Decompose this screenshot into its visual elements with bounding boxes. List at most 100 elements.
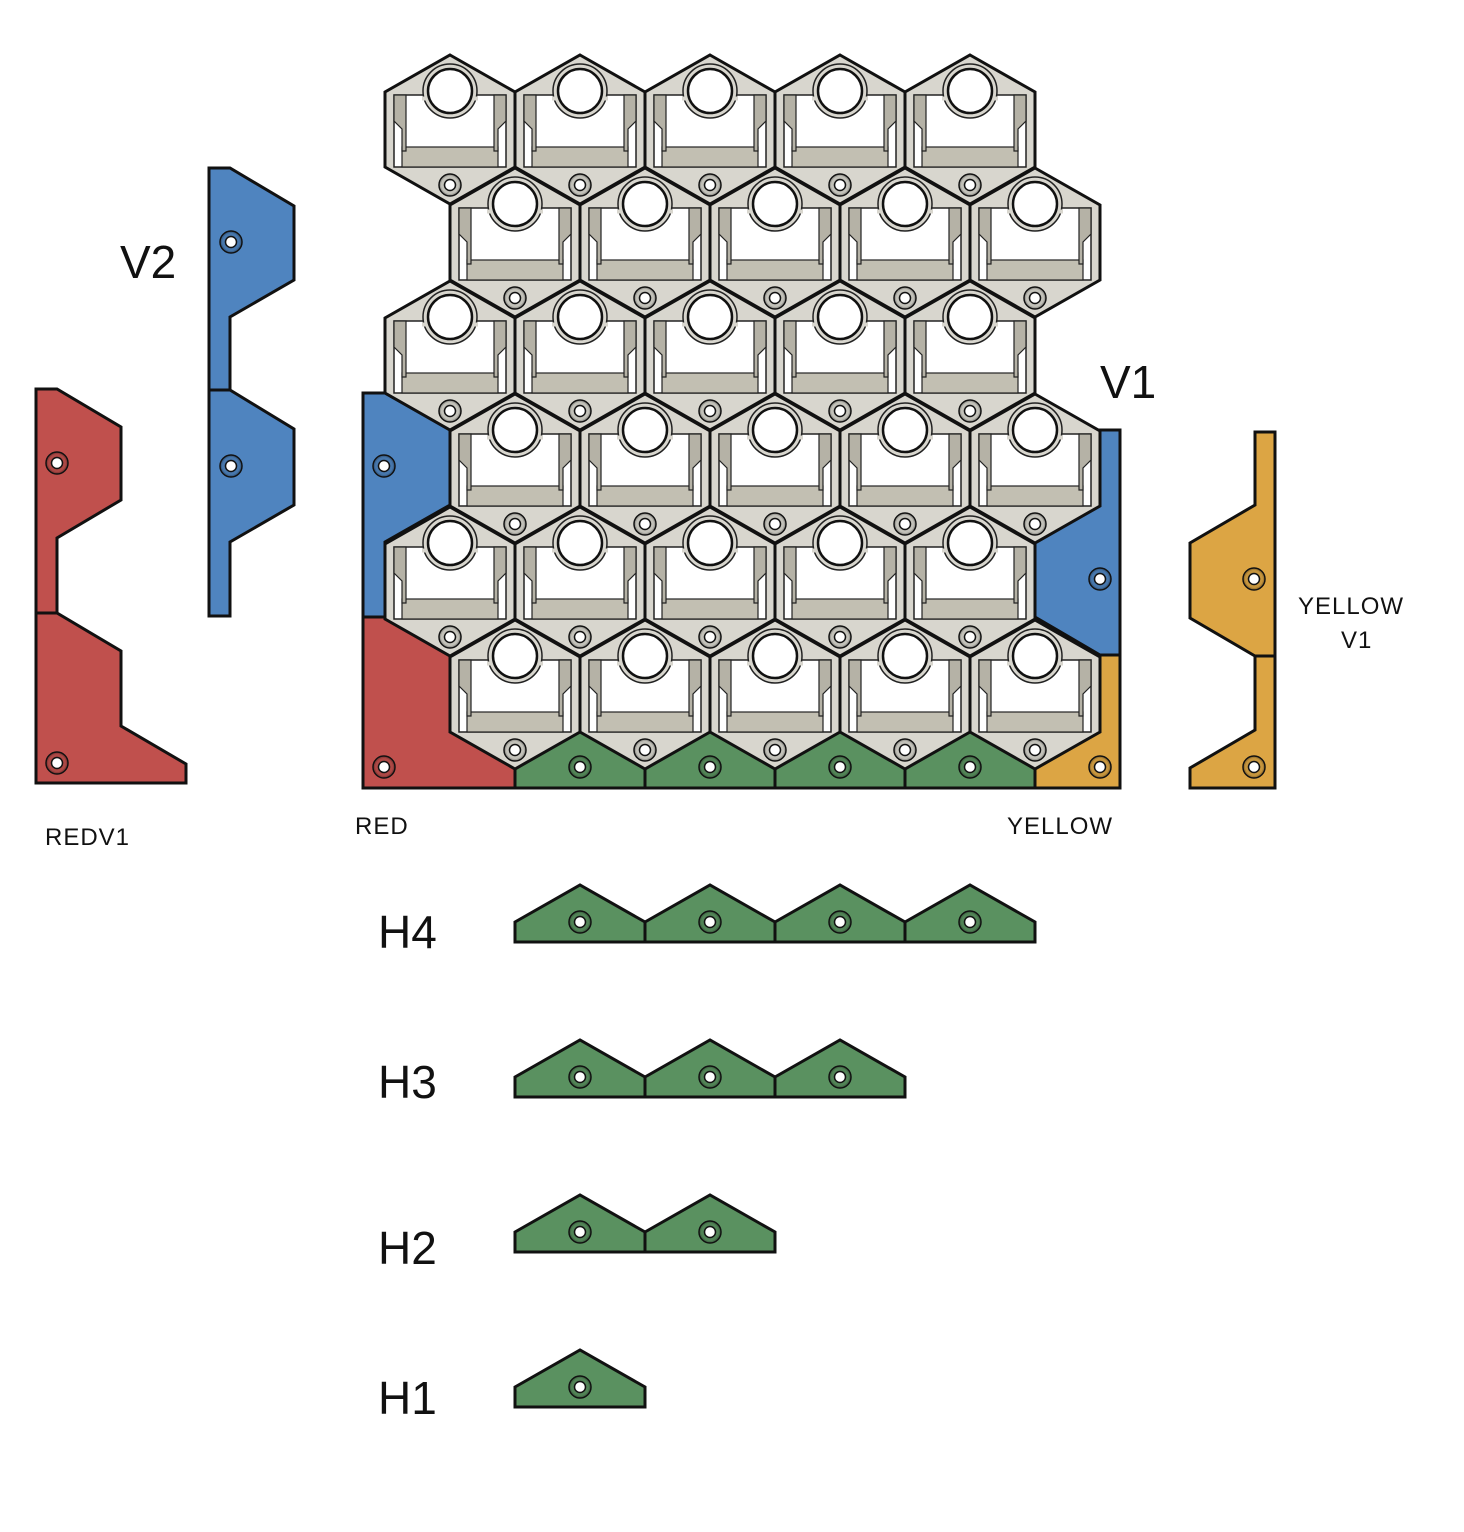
switch-hex-tile — [448, 618, 582, 771]
screw-hole-icon — [698, 755, 722, 779]
cutout-ledge — [986, 711, 1084, 733]
cutout-ledge — [466, 259, 564, 281]
screw-hole-icon — [828, 399, 852, 423]
screw-hole-icon — [698, 625, 722, 649]
cutout-ledge — [596, 259, 694, 281]
v2-piece-top — [207, 166, 296, 392]
led-hole-icon — [556, 519, 604, 567]
switch-hex-tile — [383, 505, 517, 658]
switch-hex-tile — [838, 618, 972, 771]
screw-hole-icon — [503, 286, 527, 310]
screw-hole-icon — [568, 1220, 592, 1244]
cutout-rail-right — [1078, 207, 1092, 265]
cutout-ledge — [466, 711, 564, 733]
cutout-rail-left — [588, 207, 602, 265]
led-hole-icon — [426, 519, 474, 567]
screw-hole-icon — [698, 910, 722, 934]
led-hole-icon — [946, 293, 994, 341]
cutout-ledge — [401, 146, 499, 168]
cutout-ledge — [726, 711, 824, 733]
cutout-rail-left — [848, 433, 862, 491]
switch-hex-tile — [903, 279, 1037, 432]
cutout-rail-right — [493, 320, 507, 378]
label-h2: H2 — [378, 1222, 437, 1274]
screw-hole-icon — [828, 910, 852, 934]
cutout-rail-right — [883, 320, 897, 378]
cutout-rail-right — [623, 546, 637, 604]
cutout-ledge — [531, 372, 629, 394]
screw-hole-icon — [568, 1375, 592, 1399]
switch-hex-tile — [643, 505, 777, 658]
cutout-rail-right — [1078, 433, 1092, 491]
cutout-ledge — [401, 598, 499, 620]
led-hole-icon — [751, 632, 799, 680]
cutout-rail-left — [393, 94, 407, 152]
cutout-ledge — [921, 146, 1019, 168]
led-hole-icon — [686, 293, 734, 341]
label-h3: H3 — [378, 1056, 437, 1108]
cutout-rail-right — [688, 433, 702, 491]
led-hole-icon — [816, 67, 864, 115]
led-hole-icon — [556, 67, 604, 115]
cutout-ledge — [596, 485, 694, 507]
screw-hole-icon — [698, 1220, 722, 1244]
pieces-layer — [34, 53, 1277, 1409]
screw-hole-icon — [698, 1065, 722, 1089]
screw-hole-icon — [1023, 512, 1047, 536]
screw-hole-icon — [219, 454, 243, 478]
cutout-rail-left — [523, 94, 537, 152]
led-hole-icon — [426, 67, 474, 115]
cutout-ledge — [661, 146, 759, 168]
screw-hole-icon — [568, 625, 592, 649]
cutout-ledge — [466, 485, 564, 507]
led-hole-icon — [1011, 632, 1059, 680]
cutout-rail-left — [783, 546, 797, 604]
screw-hole-icon — [958, 625, 982, 649]
cutout-rail-left — [718, 207, 732, 265]
switch-hex-tile — [773, 279, 907, 432]
cutout-ledge — [596, 711, 694, 733]
cutout-ledge — [986, 259, 1084, 281]
cutout-ledge — [726, 259, 824, 281]
cutout-ledge — [791, 372, 889, 394]
switch-hex-tile — [578, 392, 712, 545]
led-hole-icon — [1011, 180, 1059, 228]
screw-hole-icon — [1023, 738, 1047, 762]
cutout-rail-right — [558, 659, 572, 717]
led-hole-icon — [621, 632, 669, 680]
led-hole-icon — [881, 406, 929, 454]
led-hole-icon — [621, 180, 669, 228]
cutout-ledge — [726, 485, 824, 507]
led-hole-icon — [491, 632, 539, 680]
cutout-rail-right — [818, 207, 832, 265]
screw-hole-icon — [503, 512, 527, 536]
label-yellow-v1-line1: YELLOW — [1298, 593, 1404, 620]
switch-hex-tile — [643, 279, 777, 432]
cutout-rail-right — [623, 94, 637, 152]
cutout-rail-right — [493, 94, 507, 152]
cutout-rail-left — [393, 546, 407, 604]
cutout-rail-right — [753, 546, 767, 604]
screw-hole-icon — [568, 910, 592, 934]
screw-hole-icon — [828, 755, 852, 779]
cutout-rail-left — [393, 320, 407, 378]
led-hole-icon — [1011, 406, 1059, 454]
cutout-rail-left — [913, 320, 927, 378]
screw-hole-icon — [828, 1065, 852, 1089]
cutout-rail-left — [653, 546, 667, 604]
led-hole-icon — [491, 180, 539, 228]
switch-hex-tile — [968, 166, 1102, 319]
led-hole-icon — [946, 519, 994, 567]
cutout-rail-left — [978, 433, 992, 491]
switch-hex-tile — [838, 392, 972, 545]
screw-hole-icon — [958, 910, 982, 934]
switch-hex-tile — [708, 166, 842, 319]
cutout-rail-left — [913, 546, 927, 604]
cutout-rail-left — [458, 433, 472, 491]
cutout-rail-left — [978, 207, 992, 265]
screw-hole-icon — [1088, 755, 1112, 779]
label-v2: V2 — [120, 236, 176, 288]
cutout-rail-right — [688, 207, 702, 265]
switch-hex-tile — [708, 392, 842, 545]
cutout-rail-left — [523, 546, 537, 604]
